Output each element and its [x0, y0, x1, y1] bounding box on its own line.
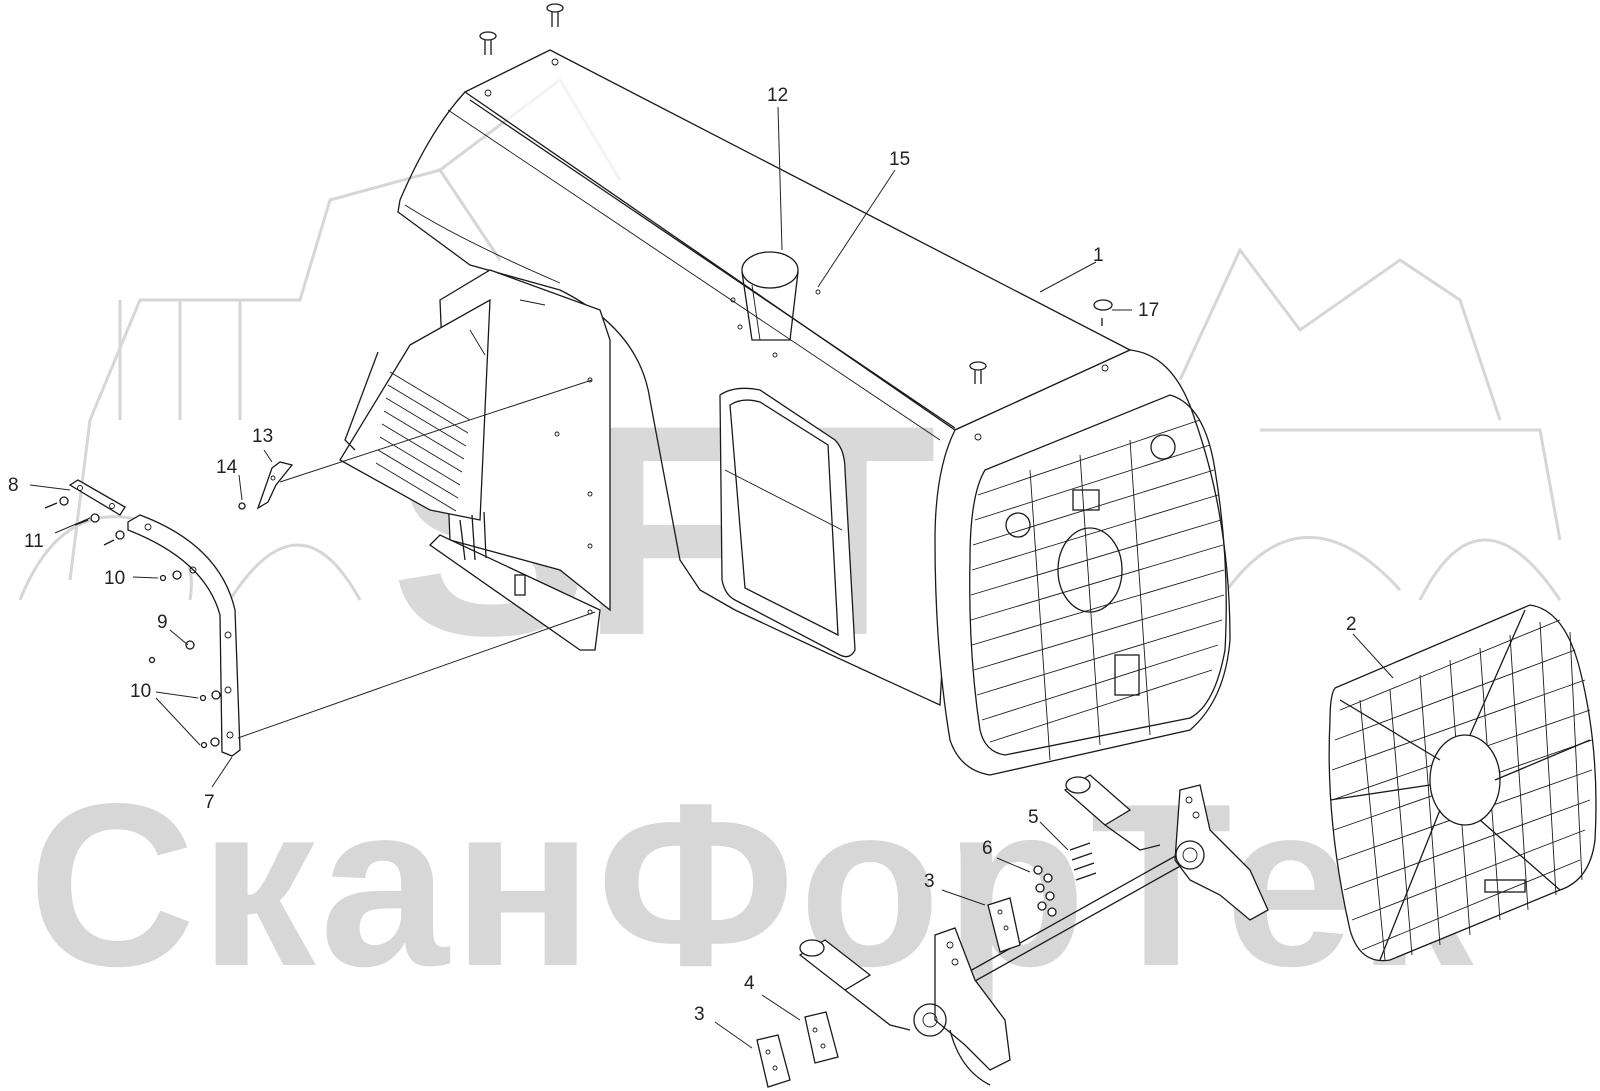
callout-4: 4 — [744, 973, 755, 994]
top-bolts — [479, 3, 1113, 384]
callout-6: 6 — [982, 838, 993, 859]
callout-5: 5 — [1028, 807, 1039, 828]
callout-10: 10 — [130, 681, 151, 702]
leader-lines — [29, 106, 1394, 1049]
small-plate — [68, 479, 126, 516]
callout-10: 10 — [104, 568, 125, 589]
callout-8: 8 — [8, 475, 19, 496]
callout-labels: 1 2 3 3 4 5 6 7 8 9 10 10 11 12 13 14 15… — [8, 85, 1357, 1025]
plate-4 — [804, 1011, 839, 1064]
hood-body — [397, 49, 1231, 776]
hinge-clip — [256, 461, 294, 510]
plate-3-lower — [756, 1034, 791, 1088]
callout-12: 12 — [767, 85, 788, 106]
side-panel-louvred — [339, 269, 611, 651]
callout-9: 9 — [157, 612, 168, 633]
callout-3: 3 — [924, 871, 935, 892]
callout-3: 3 — [694, 1004, 705, 1025]
callout-1: 1 — [1093, 245, 1104, 266]
detached-grille-screen — [1328, 604, 1597, 962]
hood-front-grille — [970, 419, 1225, 761]
hood-vent-stack — [741, 251, 799, 341]
fasteners — [44, 496, 246, 749]
watermark-vehicle-right — [1178, 247, 1562, 601]
callout-15: 15 — [889, 149, 910, 170]
plate-3-upper — [987, 897, 1021, 953]
callout-2: 2 — [1346, 614, 1357, 635]
side-bracket-strip — [127, 514, 241, 757]
linkage-assembly — [756, 774, 1269, 1088]
callout-7: 7 — [204, 792, 215, 813]
callout-11: 11 — [24, 531, 44, 552]
callout-17: 17 — [1138, 300, 1159, 321]
callout-14: 14 — [216, 457, 238, 478]
callout-13: 13 — [252, 426, 273, 447]
